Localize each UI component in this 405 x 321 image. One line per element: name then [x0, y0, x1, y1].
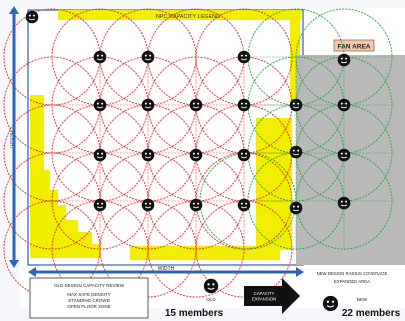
right-arrow-icon — [244, 278, 300, 314]
smiley-face-icon — [237, 148, 251, 162]
yellow-mid-strip — [256, 118, 292, 250]
legend-left-line-1: OLD DESIGN CAPACITY REVIEW — [54, 283, 125, 288]
smiley-face-icon — [141, 198, 155, 212]
smiley-face-icon — [141, 148, 155, 162]
smiley-face-icon — [25, 10, 39, 24]
smiley-face-icon — [237, 98, 251, 112]
new-legend-line-2: EXPANDED AREA — [334, 279, 370, 284]
horizontal-dimension — [28, 267, 304, 277]
smiley-face-icon — [189, 98, 203, 112]
new-legend-line-1: NEW DESIGN RADIUS COVERAGE — [317, 271, 388, 276]
smiley-face-icon — [93, 198, 107, 212]
smiley-face-icon — [189, 198, 203, 212]
vertical-dim-label: HEIGHT — [8, 131, 14, 150]
smiley-face-icon — [337, 196, 351, 210]
smiley-face-icon — [237, 50, 251, 64]
new-caption: NEW — [357, 297, 368, 302]
smiley-face-icon — [141, 50, 155, 64]
smiley-face-icon — [337, 53, 351, 67]
smiley-face-icon — [93, 50, 107, 64]
smiley-face-icon — [93, 98, 107, 112]
smiley-face-icon — [337, 148, 351, 162]
horizontal-dim-label: WIDTH — [158, 266, 175, 272]
arrow-label-line: CAPACITY — [254, 291, 275, 296]
legend-left-line-2: MAX SAFE DENSITY — [67, 292, 111, 297]
fan-area-badge — [333, 39, 375, 52]
smiley-face-icon — [189, 148, 203, 162]
smiley-face-icon — [289, 145, 303, 159]
gray-expansion-zone — [296, 55, 405, 265]
smiley-face-icon — [289, 98, 303, 112]
vertical-dimension — [9, 6, 19, 268]
yellow-bottom-band — [130, 246, 280, 260]
new-count: 22 members — [342, 308, 401, 319]
new-legend-face-icon — [322, 295, 339, 312]
old-legend-face-icon — [203, 278, 219, 294]
smiley-face-icon — [337, 98, 351, 112]
smiley-face-icon — [141, 98, 155, 112]
legend-left-line-3: STANDING CROWD — [68, 298, 110, 303]
yellow-top-band — [58, 10, 301, 20]
smiley-face-icon — [93, 148, 107, 162]
fan-area-label: FAN AREA — [338, 44, 371, 51]
smiley-face-icon — [289, 201, 303, 215]
legend-left-box — [29, 277, 149, 319]
legend-left-line-4: OPEN FLOOR ZONE — [67, 304, 110, 309]
yellow-left-stair — [30, 95, 100, 258]
old-caption: OLD — [206, 297, 216, 302]
smiley-face-icon — [237, 198, 251, 212]
top-banner: NPC CAPACITY LEGEND — [156, 14, 220, 20]
arrow-label-line: EXPANSION — [252, 297, 276, 302]
old-count: 15 members — [165, 308, 224, 319]
